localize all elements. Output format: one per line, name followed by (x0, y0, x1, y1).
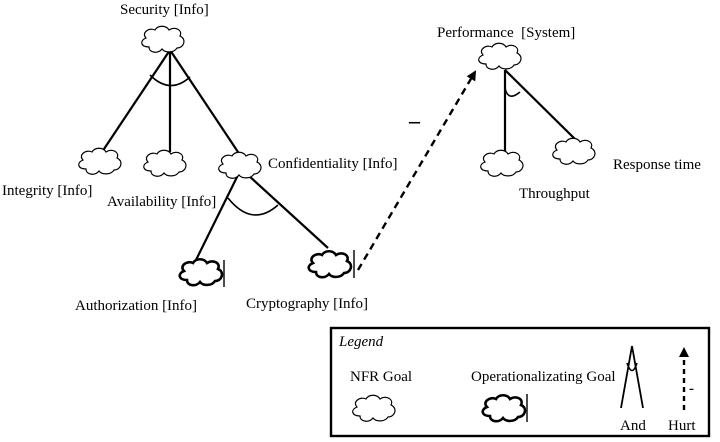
hurt-mark: – (408, 108, 421, 133)
legend-operationalizing-goal-cloud (481, 393, 527, 423)
hurt-link-cryptography-performance (356, 70, 477, 271)
edge-security-confidentiality (169, 49, 241, 156)
label-throughput: Throughput (519, 186, 591, 202)
op-cloud-cryptography (307, 249, 353, 279)
legend-operationalizing-goal-label: Operationalizating Goal (471, 369, 616, 385)
legend-nfr-goal-label: NFR Goal (350, 369, 412, 385)
legend-and-symbol (620, 345, 644, 409)
legend-title: Legend (338, 334, 384, 350)
label-integrity: Integrity [Info] (2, 183, 92, 199)
label-security: Security [Info] (120, 2, 209, 18)
legend-hurt-mark: - (689, 381, 694, 397)
and-arc-performance (504, 87, 521, 97)
and-arc-confidentiality (227, 197, 279, 216)
cloud-response-time (552, 137, 596, 165)
cloud-confidentiality (218, 151, 262, 179)
edge-security-integrity (101, 49, 171, 153)
edge-performance-response-time (504, 69, 579, 143)
confidentiality-and-decomposition (194, 174, 329, 263)
legend-and-right-leg (631, 345, 644, 409)
legend: Legend NFR Goal Operationalizating Goal … (329, 326, 711, 438)
cloud-availability (143, 149, 187, 177)
label-availability: Availability [Info] (107, 194, 216, 210)
legend-and-left-leg (620, 345, 633, 409)
cloud-performance (478, 42, 522, 70)
label-response-time: Response time (613, 157, 701, 173)
op-cloud-authorization (178, 257, 224, 287)
legend-and-label: And (620, 418, 646, 434)
legend-hurt-label: Hurt (668, 418, 696, 434)
cloud-integrity (78, 147, 122, 175)
label-cryptography: Cryptography [Info] (246, 296, 368, 312)
label-authorization: Authorization [Info] (75, 298, 197, 314)
edge-confidentiality-authorization (194, 174, 239, 263)
security-and-decomposition (101, 49, 241, 156)
edge-confidentiality-cryptography (247, 174, 329, 249)
label-confidentiality: Confidentiality [Info] (268, 156, 398, 172)
and-arc-security (149, 74, 191, 87)
cloud-security (141, 25, 185, 53)
label-performance: Performance [System] (437, 25, 575, 41)
legend-and-arc (626, 362, 638, 372)
performance-and-decomposition (503, 69, 579, 152)
cloud-throughput (480, 149, 524, 177)
